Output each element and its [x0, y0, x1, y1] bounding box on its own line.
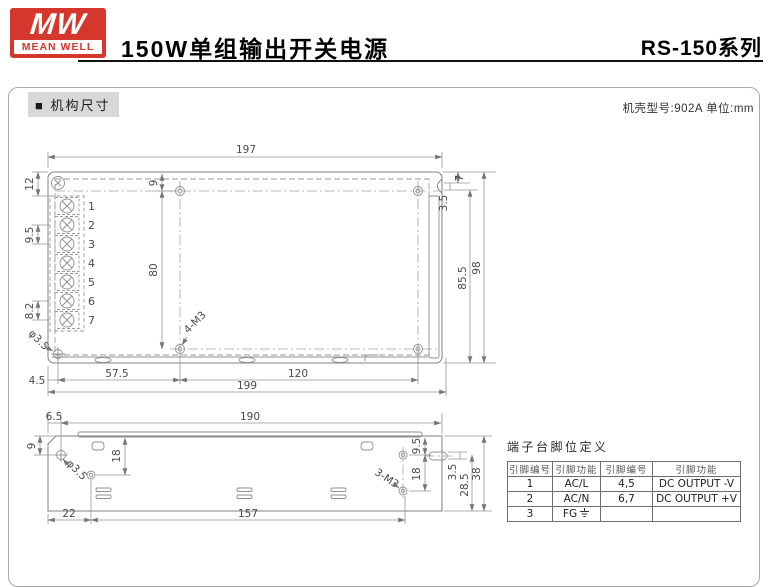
pin-number-1: 1	[88, 200, 95, 213]
dim-dia-3-5: φ3.5	[64, 458, 89, 483]
table-cell: 3	[507, 506, 553, 522]
table-cell	[600, 506, 653, 522]
louver-slot	[331, 357, 349, 363]
dim-197: 197	[236, 144, 256, 156]
dim-18-right: 18	[411, 467, 423, 480]
dim-57-5: 57.5	[105, 368, 128, 380]
table-cell: DC OUTPUT +V	[652, 491, 741, 507]
dim-157: 157	[238, 508, 258, 520]
case-model-unit-note: 机壳型号:902A 单位:mm	[622, 103, 754, 115]
dim-9: 9	[26, 443, 38, 450]
col-header-pin-no: 引脚编号	[507, 461, 553, 477]
col-header-pin-no: 引脚编号	[600, 461, 653, 477]
fg-label: FG	[562, 508, 578, 520]
pin-number-7: 7	[88, 314, 95, 327]
terminal-3	[54, 235, 80, 253]
title-underline	[78, 60, 763, 62]
dim-dia-3-5: φ3.5	[26, 328, 51, 353]
table-cell: 2	[507, 491, 553, 507]
dim-4-m3: 4-M3	[182, 309, 209, 336]
terminal-2	[54, 216, 80, 234]
logo-meanwell-text: MEAN WELL	[14, 40, 102, 54]
pin-table-header-row: 引脚编号 引脚功能 引脚编号 引脚功能	[507, 461, 741, 477]
meanwell-logo: MW MEAN WELL	[10, 8, 106, 58]
page-title: 150W单组输出开关电源	[121, 36, 390, 62]
pilot-hole-3-5	[51, 347, 65, 361]
table-cell: FG	[552, 506, 601, 522]
corner-screw-hole	[51, 176, 65, 190]
dim-199: 199	[237, 380, 257, 392]
dim-98: 98	[471, 261, 483, 274]
terminal-7	[54, 311, 80, 329]
tab-cutout	[364, 354, 378, 361]
cover-dashed-outline	[54, 178, 430, 356]
cover-flange	[77, 431, 423, 438]
louver-slot	[238, 357, 256, 363]
m3-mounting-holes	[175, 186, 423, 354]
dim-6-5: 6.5	[46, 411, 63, 423]
pin-number-3: 3	[88, 238, 95, 251]
dim-3-m3: 3-M3	[372, 466, 401, 490]
m3-mounting-holes	[86, 450, 408, 496]
table-cell	[652, 506, 741, 522]
dim-190: 190	[240, 411, 260, 423]
top-view-dimensions: 197 12 9.5 8.2 φ3.5 9 80 4-M3	[24, 144, 496, 396]
dim-9-5: 9.5	[411, 438, 423, 455]
side-view-dimensions: 6.5 190 9 18 22 157 9.5 18	[26, 411, 492, 524]
dim-8-2: 8.2	[24, 303, 36, 320]
top-view-drawing: 1 2 3 4 5 6 7 197 12 9.5 8.2 φ3.5	[24, 144, 496, 396]
pin-table: 引脚编号 引脚功能 引脚编号 引脚功能 1 AC/L 4,5 DC OUTPUT…	[507, 461, 741, 522]
col-header-pin-func: 引脚功能	[552, 461, 601, 477]
table-row: 1 AC/L 4,5 DC OUTPUT -V	[507, 476, 741, 492]
table-row: 2 AC/N 6,7 DC OUTPUT +V	[507, 491, 741, 507]
dim-4-5: 4.5	[29, 375, 46, 387]
terminal-4	[54, 254, 80, 272]
side-view-drawing: φ3.5 3-M3 6.5 190 9 18 22	[26, 411, 492, 524]
section-header-mechanical: ■ 机构尺寸	[28, 92, 120, 117]
table-cell: 6,7	[600, 491, 653, 507]
series-title: RS-150系列	[640, 37, 762, 60]
table-cell: DC OUTPUT -V	[652, 476, 741, 492]
pin-number-6: 6	[88, 295, 95, 308]
dim-80: 80	[148, 263, 160, 276]
cover-edge-bar	[428, 195, 440, 359]
table-cell: AC/L	[552, 476, 601, 492]
dim-18-left: 18	[111, 449, 123, 462]
tab-cutout	[91, 441, 105, 451]
table-cell: AC/N	[552, 491, 601, 507]
dim-3-5: 3.5	[438, 195, 450, 212]
mechanical-drawing: 1 2 3 4 5 6 7 197 12 9.5 8.2 φ3.5	[24, 144, 496, 524]
dim-120: 120	[288, 368, 308, 380]
terminal-6	[54, 292, 80, 310]
top-view-chassis-outline	[47, 171, 443, 364]
dim-9: 9	[148, 180, 160, 187]
dim-3-5: 3.5	[447, 464, 459, 481]
dim-38: 38	[471, 467, 483, 480]
pin-table-title: 端子台脚位定义	[507, 440, 609, 454]
pin-number-5: 5	[88, 276, 95, 289]
louver-slot	[94, 357, 112, 363]
earth-ground-icon	[580, 508, 590, 517]
terminal-5	[54, 273, 80, 291]
terminal-block: 1 2 3 4 5 6 7	[49, 195, 95, 332]
dim-9-5: 9.5	[24, 227, 36, 244]
terminal-pin-definition: 端子台脚位定义 引脚编号 引脚功能 引脚编号 引脚功能 1 AC/L 4,5 D…	[507, 438, 743, 522]
pin-number-2: 2	[88, 219, 95, 232]
vent-slots	[95, 487, 347, 499]
edge-notch	[437, 178, 443, 194]
table-cell: 1	[507, 476, 553, 492]
col-header-pin-func: 引脚功能	[652, 461, 741, 477]
dim-7: 7	[454, 175, 466, 182]
dim-12: 12	[24, 177, 36, 190]
side-view-chassis-outline	[47, 435, 443, 512]
terminal-1	[54, 197, 80, 215]
pin-number-4: 4	[88, 257, 95, 270]
dim-85-5: 85.5	[457, 266, 469, 289]
tab-cutout	[360, 441, 374, 451]
table-row: 3 FG	[507, 506, 741, 522]
dim-22: 22	[62, 508, 75, 520]
pilot-hole-3-5	[54, 448, 68, 462]
table-cell: 4,5	[600, 476, 653, 492]
dim-28-5: 28.5	[459, 473, 471, 496]
